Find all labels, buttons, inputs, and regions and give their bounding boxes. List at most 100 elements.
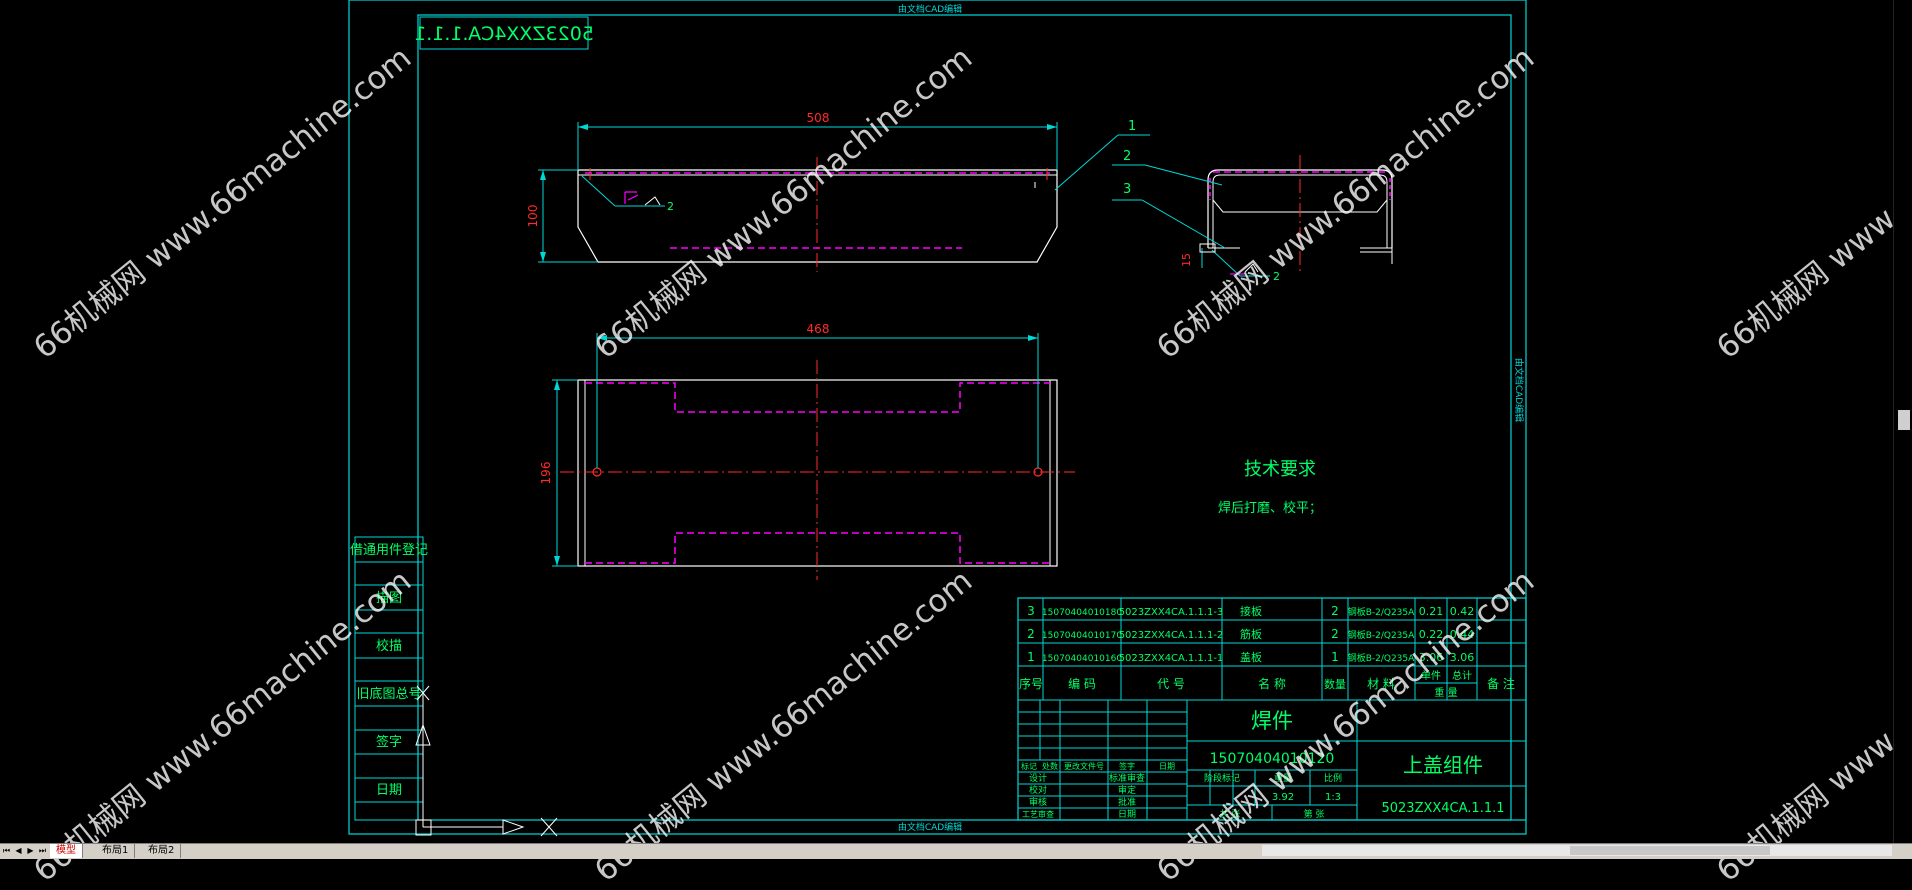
row-qty: 2 <box>1331 604 1339 618</box>
left-stamp: 借通用件登记 描图 校描 旧底图总号 签字 日期 <box>350 536 428 821</box>
stamp-label: 描图 <box>376 591 402 606</box>
stamp-label: 日期 <box>376 783 402 798</box>
row-no: 3 <box>1027 604 1035 618</box>
label-mark: 标记 <box>1021 761 1037 771</box>
label-stage: 阶段标记 <box>1204 772 1240 784</box>
row-total-weight: 0.42 <box>1450 605 1475 618</box>
dim-front-height: 100 <box>526 205 540 228</box>
header-name: 名 称 <box>1258 676 1286 691</box>
header-weight: 重 量 <box>1434 686 1457 699</box>
label-change-doc: 更改文件号 <box>1064 761 1104 771</box>
header-qty: 数量 <box>1324 678 1346 691</box>
label-design: 设计 <box>1029 772 1047 784</box>
label-page: 第 张 <box>1304 808 1325 820</box>
row-name: 筋板 <box>1240 627 1262 641</box>
tech-requirements-text: 焊后打磨、校平； <box>1218 500 1322 516</box>
row-total-weight: 3.06 <box>1450 651 1475 664</box>
weld-symbol-front: 2 <box>667 200 674 213</box>
part-code: 15070404010120 <box>1210 751 1335 767</box>
label-count: 处数 <box>1042 761 1058 771</box>
row-name: 接板 <box>1240 604 1262 618</box>
stamp-label: 借通用件登记 <box>350 543 428 558</box>
row-total-weight: 0.44 <box>1450 628 1475 641</box>
next-tab-icon[interactable]: ▶ <box>27 846 34 855</box>
label-standard: 标准审查 <box>1109 772 1145 784</box>
header-material: 材 料 <box>1367 677 1395 691</box>
title-block: 3 15070404010180 5023ZXX4CA.1.1.1-3 接板 2… <box>1017 597 1527 821</box>
row-qty: 2 <box>1331 627 1339 641</box>
part-type: 焊件 <box>1251 709 1293 733</box>
row-code: 15070404010160 <box>1042 654 1122 664</box>
label-scale: 比例 <box>1324 772 1342 784</box>
front-view: 508 100 2 <box>526 111 1058 272</box>
row-drawing-no: 5023ZXX4CA.1.1.1-2 <box>1119 630 1224 641</box>
vertical-scroll-thumb[interactable] <box>1898 410 1910 430</box>
row-material: 钢板B-2/Q235A <box>1348 629 1415 641</box>
label-date-2: 日期 <box>1118 809 1136 820</box>
dim-side-height: 15 <box>1180 253 1193 267</box>
drawing-number: 5023ZXX4CA.1.1.1 <box>1381 801 1504 816</box>
tab-layout2[interactable]: 布局2 <box>142 844 182 858</box>
inner-frame <box>417 14 1512 821</box>
header-no: 序号 <box>1019 676 1043 691</box>
top-view: 468 196 <box>539 322 1075 580</box>
row-material: 钢板B-2/Q235A <box>1348 606 1415 618</box>
row-no: 1 <box>1027 650 1035 664</box>
side-view: 15 2 <box>1180 155 1393 283</box>
header-unit: 单件 <box>1421 670 1441 682</box>
header-remark: 备 注 <box>1487 676 1515 691</box>
horizontal-scroll-thumb[interactable] <box>1570 846 1770 855</box>
mirrored-drawing-number: 5023ZXX4CA.1.1.1 <box>414 23 594 45</box>
row-qty: 1 <box>1331 650 1339 664</box>
balloon-2: 2 <box>1123 149 1131 164</box>
outer-frame <box>348 0 1527 835</box>
footer-note: 由文档CAD编辑 <box>898 821 962 833</box>
prev-tab-icon[interactable]: ◀ <box>15 846 22 855</box>
dim-top-height: 196 <box>539 462 553 485</box>
tab-layout1[interactable]: 布局1 <box>96 844 136 858</box>
first-tab-icon[interactable]: ⏮ <box>2 846 11 855</box>
header-code: 编 码 <box>1068 676 1096 691</box>
label-date: 日期 <box>1159 762 1175 771</box>
tab-model[interactable]: 模型 <box>50 844 83 858</box>
header-total: 总计 <box>1452 669 1472 682</box>
row-name: 盖板 <box>1240 650 1262 664</box>
weight-value: 3.92 <box>1272 792 1294 803</box>
balloons: 1 2 3 <box>1054 119 1226 249</box>
weld-symbol-side: 2 <box>1273 270 1280 283</box>
label-audit: 审核 <box>1029 796 1047 808</box>
drawing-title: 上盖组件 <box>1403 753 1483 777</box>
label-sign: 签字 <box>1119 761 1135 771</box>
row-code: 15070404010180 <box>1042 608 1122 618</box>
row-drawing-no: 5023ZXX4CA.1.1.1-3 <box>1119 607 1224 618</box>
label-process-review: 工艺审查 <box>1022 809 1054 819</box>
balloon-1: 1 <box>1128 119 1136 134</box>
label-review: 审定 <box>1118 784 1136 796</box>
stamp-label: 签字 <box>376 734 402 750</box>
row-unit-weight: 0.22 <box>1419 628 1444 641</box>
mirrored-number-box <box>419 16 589 50</box>
header-note: 由文档CAD编辑 <box>898 3 962 15</box>
label-approve: 批准 <box>1118 796 1136 808</box>
ucs-icon <box>415 685 558 837</box>
stamp-label: 校描 <box>376 638 402 654</box>
cad-drawing: 由文档CAD编辑 由文档CAD编辑 由文档CAD编辑 5023ZXX4CA.1.… <box>348 0 1527 837</box>
header-drawing-no: 代 号 <box>1157 677 1185 691</box>
row-no: 2 <box>1027 627 1035 641</box>
row-code: 15070404010170 <box>1042 631 1122 641</box>
row-material: 钢板B-2/Q235A <box>1348 652 1415 664</box>
balloon-3: 3 <box>1123 182 1131 197</box>
row-drawing-no: 5023ZXX4CA.1.1.1-1 <box>1119 653 1224 664</box>
last-tab-icon[interactable]: ⏭ <box>38 846 47 855</box>
label-weight: 重量 <box>1274 772 1292 784</box>
label-sheet: 共 张 <box>1220 809 1241 820</box>
side-note: 由文档CAD编辑 <box>1513 358 1525 422</box>
row-unit-weight: 0.21 <box>1419 605 1444 618</box>
drawing-canvas[interactable]: 由文档CAD编辑 由文档CAD编辑 由文档CAD编辑 5023ZXX4CA.1.… <box>0 0 1893 843</box>
label-check: 校对 <box>1029 784 1047 796</box>
row-unit-weight: 3.06 <box>1419 651 1444 664</box>
scale-value: 1:3 <box>1325 792 1341 803</box>
tech-requirements-title: 技术要求 <box>1244 459 1316 480</box>
stamp-label: 旧底图总号 <box>356 686 421 702</box>
dim-top-width: 468 <box>807 322 830 336</box>
